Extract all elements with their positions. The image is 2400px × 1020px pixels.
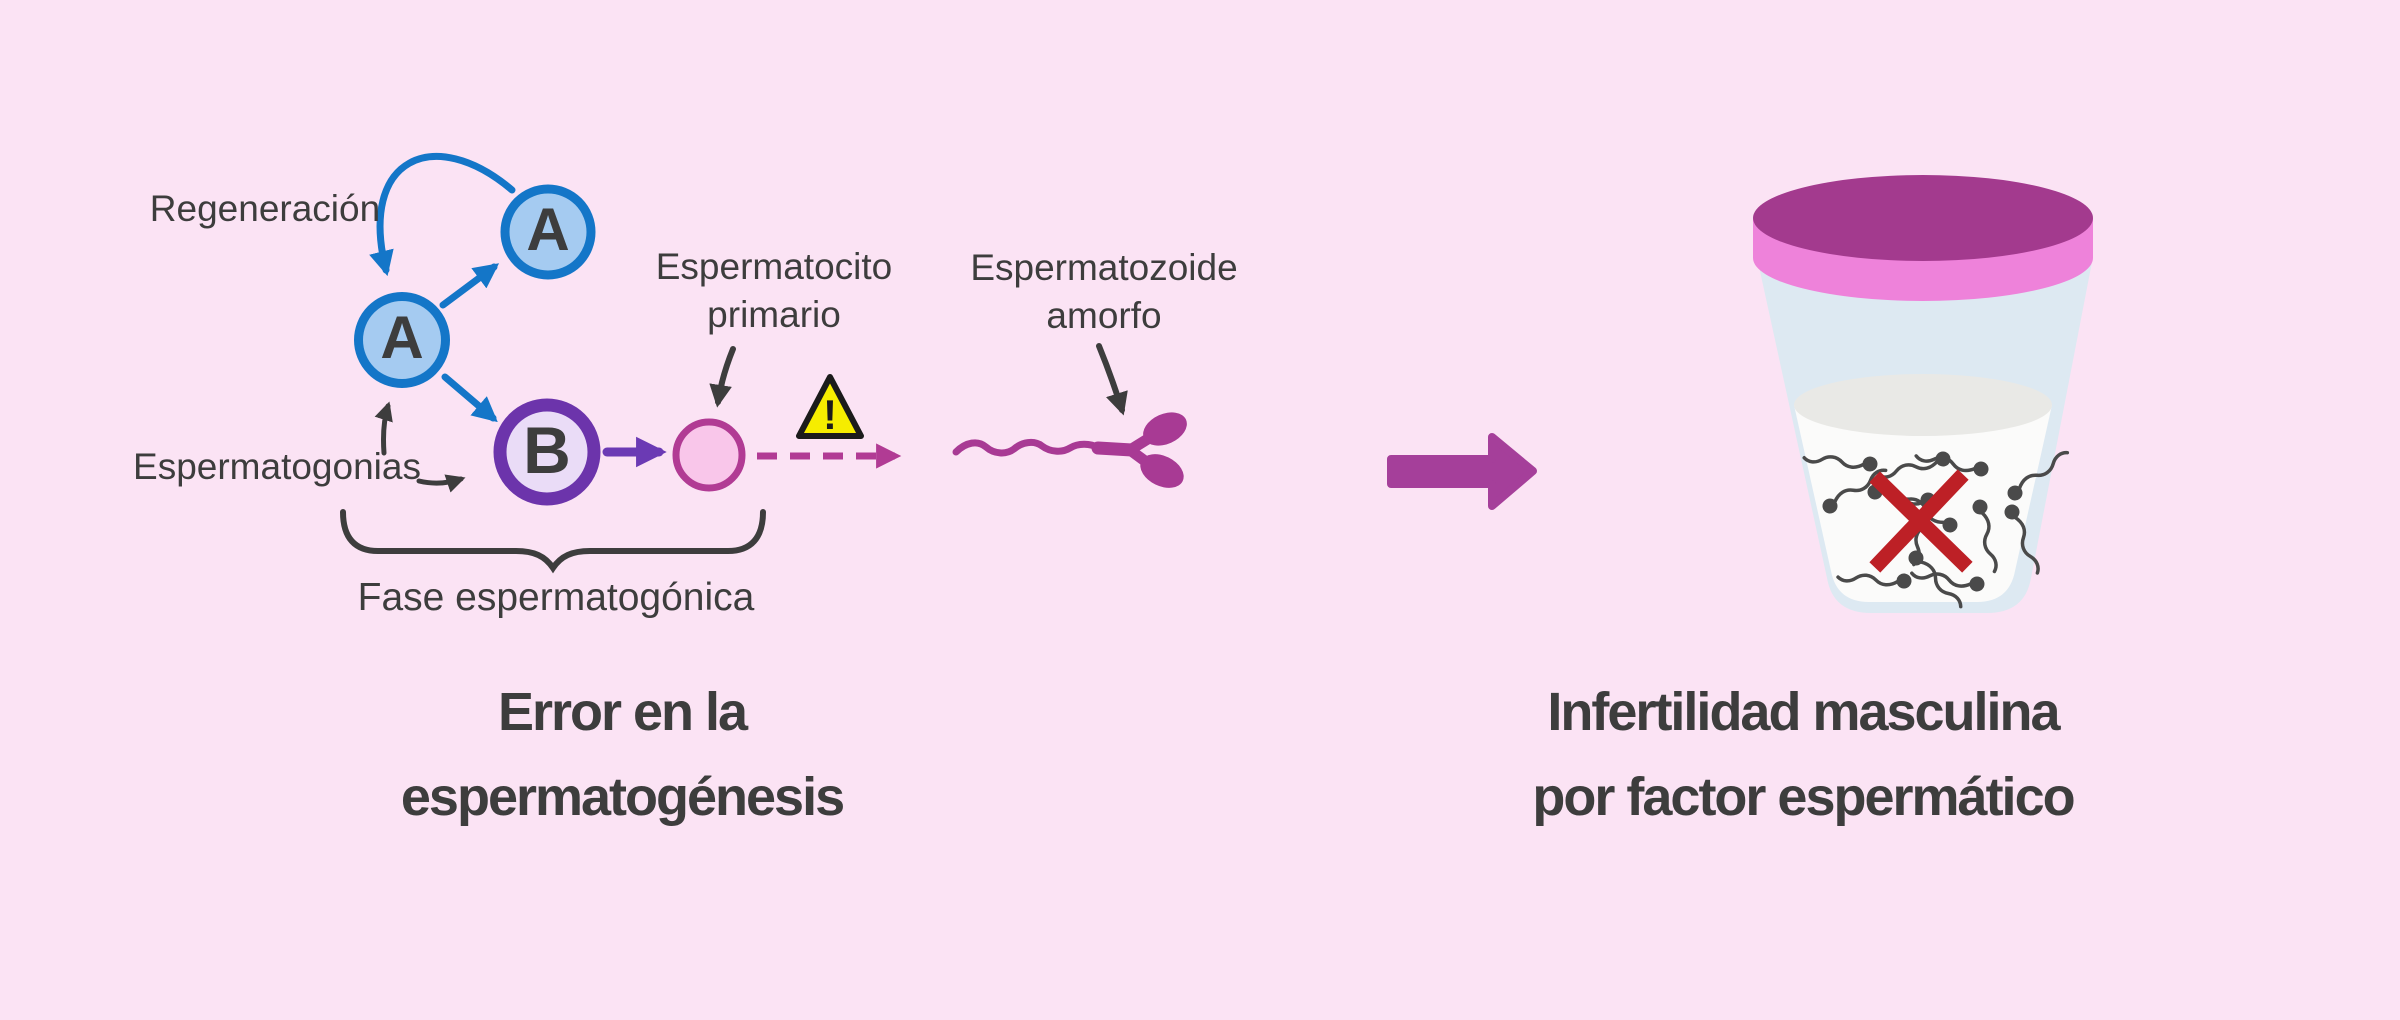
pointer-arrow-to-spermatocyte (709, 346, 736, 408)
primary-spermatocyte-label-line1: Espermatocito (655, 246, 893, 287)
left-title: Error en la espermatogénesis (400, 670, 845, 840)
left-title-line2: espermatogénesis (400, 767, 845, 827)
regeneration-label: Regeneración (149, 188, 381, 229)
phase-brace (340, 509, 766, 574)
arrow-a-to-b (441, 373, 498, 423)
semen-surface (1794, 374, 2052, 436)
cell-a-top-circle (500, 184, 596, 280)
right-title: Infertilidad masculina por factor esperm… (1532, 670, 2075, 840)
primary-spermatocyte-label-line2: primario (707, 294, 841, 335)
regeneration-curved-arrow (369, 153, 516, 277)
pointer-arrow-to-sperm (1096, 343, 1128, 416)
warning-icon: ! (796, 374, 864, 439)
right-title-line1: Infertilidad masculina (1547, 682, 2060, 742)
amorphous-sperm-label-line2: amorfo (1046, 295, 1162, 336)
left-title-line1: Error en la (497, 682, 748, 742)
primary-spermatocyte-circle (672, 418, 746, 492)
cell-a-top-letter: A (526, 196, 570, 264)
warning-triangle (796, 374, 864, 439)
cell-a-lower-circle (354, 292, 450, 388)
pointer-arrow-to-cell-b (416, 474, 466, 493)
arrow-a-to-a (439, 263, 500, 309)
amorphous-sperm-label: Espermatozoide amorfo (970, 244, 1237, 340)
right-title-line2: por factor espermático (1532, 767, 2075, 827)
cell-b-letter: B (523, 413, 571, 488)
cell-a-lower-letter: A (380, 304, 424, 372)
primary-spermatocyte-label: Espermatocito primario (656, 243, 893, 339)
red-cross-icon (1869, 469, 1973, 573)
spermatogonia-label: Espermatogonias (133, 446, 421, 487)
amorphous-sperm-label-line1: Espermatozoide (970, 247, 1238, 288)
transition-arrow (1387, 433, 1537, 510)
phase-label: Fase espermatogónica (357, 576, 755, 619)
cell-b-circle (493, 398, 601, 506)
amorphous-sperm-icon (952, 412, 1187, 488)
pointer-arrow-to-cell-a (374, 401, 393, 456)
cup-lid (1753, 175, 2093, 301)
warning-exclamation: ! (823, 391, 837, 438)
specimen-cup (1753, 175, 2093, 616)
spermatogenesis-diagram: ! (340, 153, 1187, 574)
